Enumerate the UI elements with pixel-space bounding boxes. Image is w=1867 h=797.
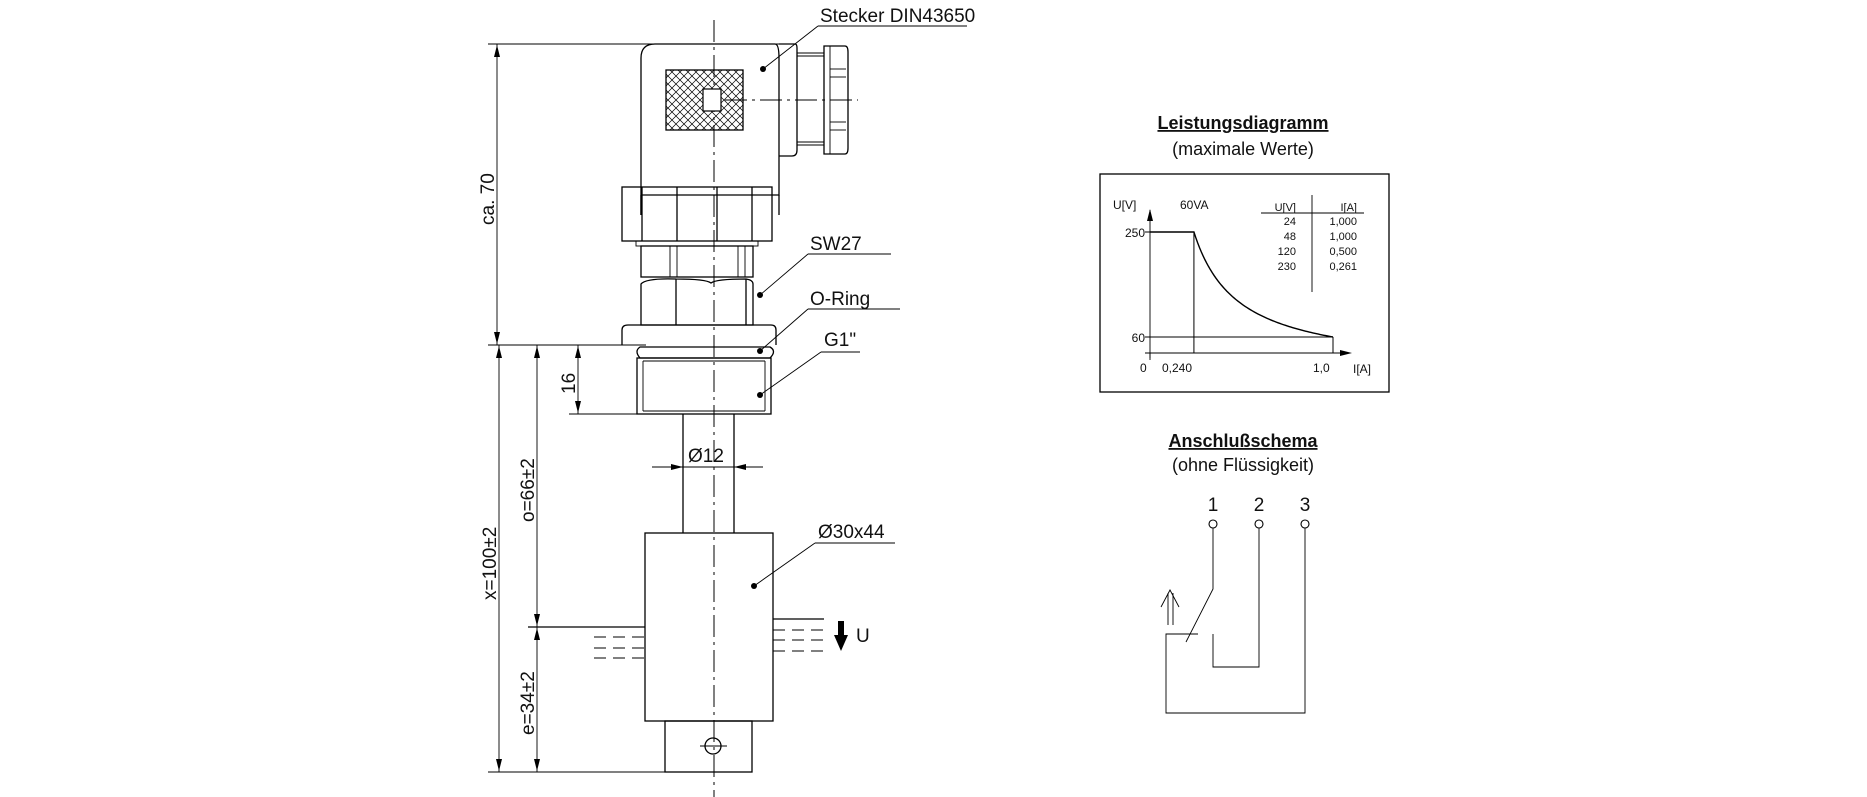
x-tick-0: 0 <box>1140 361 1147 375</box>
svg-text:120: 120 <box>1278 246 1296 258</box>
direction-label: U <box>856 626 870 647</box>
dim-o: o=66±2 <box>518 458 539 522</box>
dim-e: e=34±2 <box>518 671 539 735</box>
table-row: 24 1,000 <box>1284 216 1357 228</box>
terminal-3-label: 3 <box>1300 495 1311 516</box>
x-tick-10: 1,0 <box>1313 361 1330 375</box>
flange <box>621 324 777 345</box>
leader-connector: Stecker DIN43650 <box>760 6 975 72</box>
svg-text:230: 230 <box>1278 261 1296 273</box>
leader-sw27: SW27 <box>757 234 891 298</box>
y-tick-60: 60 <box>1132 331 1146 345</box>
power-diagram-title: Leistungsdiagramm <box>1157 113 1328 133</box>
rating-table: U[V] I[A] 24 1,000 48 1,000 120 0,500 23… <box>1261 195 1364 292</box>
svg-text:G1": G1" <box>824 330 856 351</box>
x-tick-0240: 0,240 <box>1162 361 1192 375</box>
svg-text:24: 24 <box>1284 216 1296 228</box>
dim-thread-length: 16 <box>559 373 580 394</box>
wire-terminal-2 <box>1212 528 1260 668</box>
float-body <box>644 532 774 722</box>
dim-x: x=100±2 <box>480 527 501 600</box>
leader-thread: G1" <box>757 330 860 398</box>
svg-text:Ø30x44: Ø30x44 <box>818 522 885 543</box>
switch-contact <box>1185 528 1214 643</box>
dim-height-total: ca. 70 <box>478 173 499 225</box>
table-header-i: I[A] <box>1340 202 1357 214</box>
svg-text:0,261: 0,261 <box>1329 261 1357 273</box>
terminal-3 <box>1300 519 1310 529</box>
hex-sw27 <box>640 278 754 326</box>
table-row: 48 1,000 <box>1284 231 1357 243</box>
svg-text:1,000: 1,000 <box>1329 231 1357 243</box>
svg-text:Stecker DIN43650: Stecker DIN43650 <box>820 6 975 27</box>
terminal-2-label: 2 <box>1254 495 1265 516</box>
terminal-1-label: 1 <box>1208 495 1219 516</box>
wiring-subtitle: (ohne Flüssigkeit) <box>1172 455 1314 475</box>
x-axis-label: I[A] <box>1353 362 1371 376</box>
thread-g1 <box>636 357 772 415</box>
svg-text:1,000: 1,000 <box>1329 216 1357 228</box>
svg-text:SW27: SW27 <box>810 234 862 255</box>
terminal-1 <box>1208 519 1218 529</box>
power-diagram-subtitle: (maximale Werte) <box>1172 139 1314 159</box>
table-header-u: U[V] <box>1275 202 1296 214</box>
sensor-drawing: U ca. 70 x=100±2 o=66±2 e=34±2 16 <box>478 6 975 797</box>
wire-terminal-3 <box>1165 528 1306 714</box>
svg-text:0,500: 0,500 <box>1329 246 1357 258</box>
chart-plot <box>1145 231 1334 358</box>
table-row: 230 0,261 <box>1278 261 1357 273</box>
leader-float: Ø30x44 <box>751 522 895 589</box>
power-diagram: Leistungsdiagramm (maximale Werte) U[V] … <box>1099 113 1390 393</box>
table-row: 120 0,500 <box>1278 246 1357 258</box>
up-arrow-icon <box>1160 589 1180 625</box>
y-axis-label: U[V] <box>1113 198 1136 212</box>
power-curve <box>1150 231 1334 338</box>
leader-oring: O-Ring <box>757 289 900 354</box>
wiring-title: Anschlußschema <box>1168 431 1318 451</box>
cable-gland-body <box>779 43 798 157</box>
neck <box>640 245 754 278</box>
down-arrow-icon <box>834 621 848 651</box>
cable-gland-nut <box>823 45 849 155</box>
svg-text:O-Ring: O-Ring <box>810 289 870 310</box>
terminal-2 <box>1254 519 1264 529</box>
y-tick-250: 250 <box>1125 226 1145 240</box>
stop-ring <box>664 720 753 773</box>
chart-frame <box>1099 173 1390 393</box>
o-ring <box>636 346 775 359</box>
wiring-scheme: Anschlußschema (ohne Flüssigkeit) 1 2 3 <box>1160 431 1319 714</box>
svg-text:48: 48 <box>1284 231 1296 243</box>
rating-label: 60VA <box>1180 198 1208 212</box>
dim-shaft-diameter: Ø12 <box>688 446 724 467</box>
